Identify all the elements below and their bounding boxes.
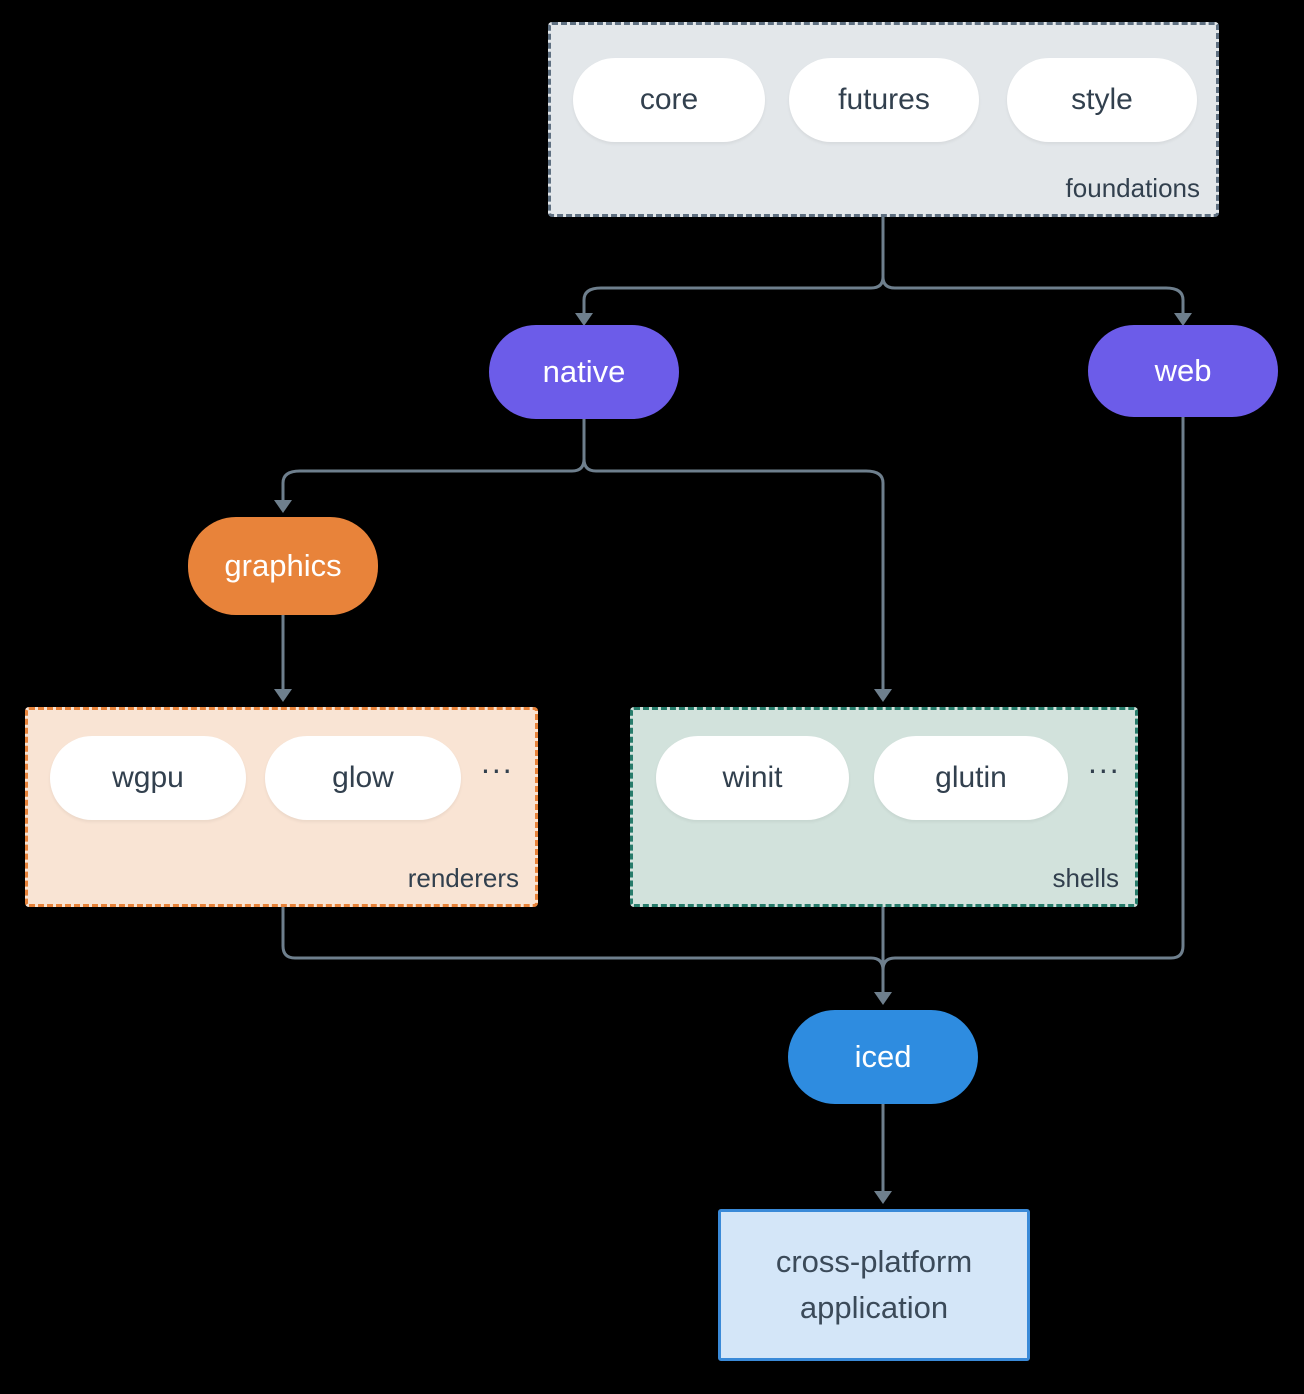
group-shells: winit glutin ... shells — [630, 707, 1138, 907]
node-graphics-label: graphics — [224, 548, 342, 583]
node-graphics: graphics — [188, 517, 378, 615]
arrowhead-renderers — [274, 689, 292, 702]
node-style-label: style — [1071, 83, 1133, 116]
node-core: core — [573, 58, 765, 142]
edge-renderers-merge — [281, 901, 885, 972]
node-web-label: web — [1154, 353, 1212, 388]
node-glutin: glutin — [874, 736, 1068, 820]
node-glutin-label: glutin — [935, 761, 1007, 794]
node-style: style — [1007, 58, 1197, 142]
group-foundations: core futures style foundations — [548, 22, 1219, 217]
node-futures-label: futures — [838, 83, 930, 116]
group-renderers: wgpu glow ... renderers — [25, 707, 538, 907]
node-native: native — [489, 325, 679, 419]
node-web: web — [1088, 325, 1278, 417]
arrowhead-iced — [874, 992, 892, 1005]
node-core-label: core — [639, 83, 699, 116]
renderers-ellipsis: ... — [481, 744, 514, 780]
arrowhead-web — [1174, 313, 1192, 326]
node-wgpu-label: wgpu — [112, 761, 184, 794]
arrowhead-shells — [874, 689, 892, 702]
group-shells-label: shells — [1052, 863, 1119, 893]
edge-foundations-native — [582, 275, 885, 316]
node-native-label: native — [542, 354, 626, 389]
node-iced: iced — [788, 1010, 978, 1104]
edge-native-graphics — [281, 457, 586, 502]
arrowhead-application — [874, 1191, 892, 1204]
node-winit-label: winit — [722, 761, 783, 794]
group-foundations-label: foundations — [1065, 173, 1200, 203]
edge-foundations-web — [881, 275, 1185, 316]
node-wgpu: wgpu — [50, 736, 246, 820]
arrowhead-graphics — [274, 500, 292, 513]
group-renderers-label: renderers — [407, 863, 519, 893]
edge-native-shells — [582, 457, 885, 691]
arrowhead-native — [575, 313, 593, 326]
node-winit: winit — [656, 736, 849, 820]
shells-ellipsis: ... — [1088, 744, 1121, 780]
node-application: cross-platform application — [718, 1209, 1030, 1361]
node-glow-label: glow — [332, 761, 394, 794]
node-futures: futures — [789, 58, 979, 142]
node-glow: glow — [265, 736, 461, 820]
node-application-line1: cross-platform — [775, 1243, 973, 1279]
node-iced-label: iced — [854, 1039, 912, 1074]
node-application-line2: application — [799, 1290, 949, 1325]
